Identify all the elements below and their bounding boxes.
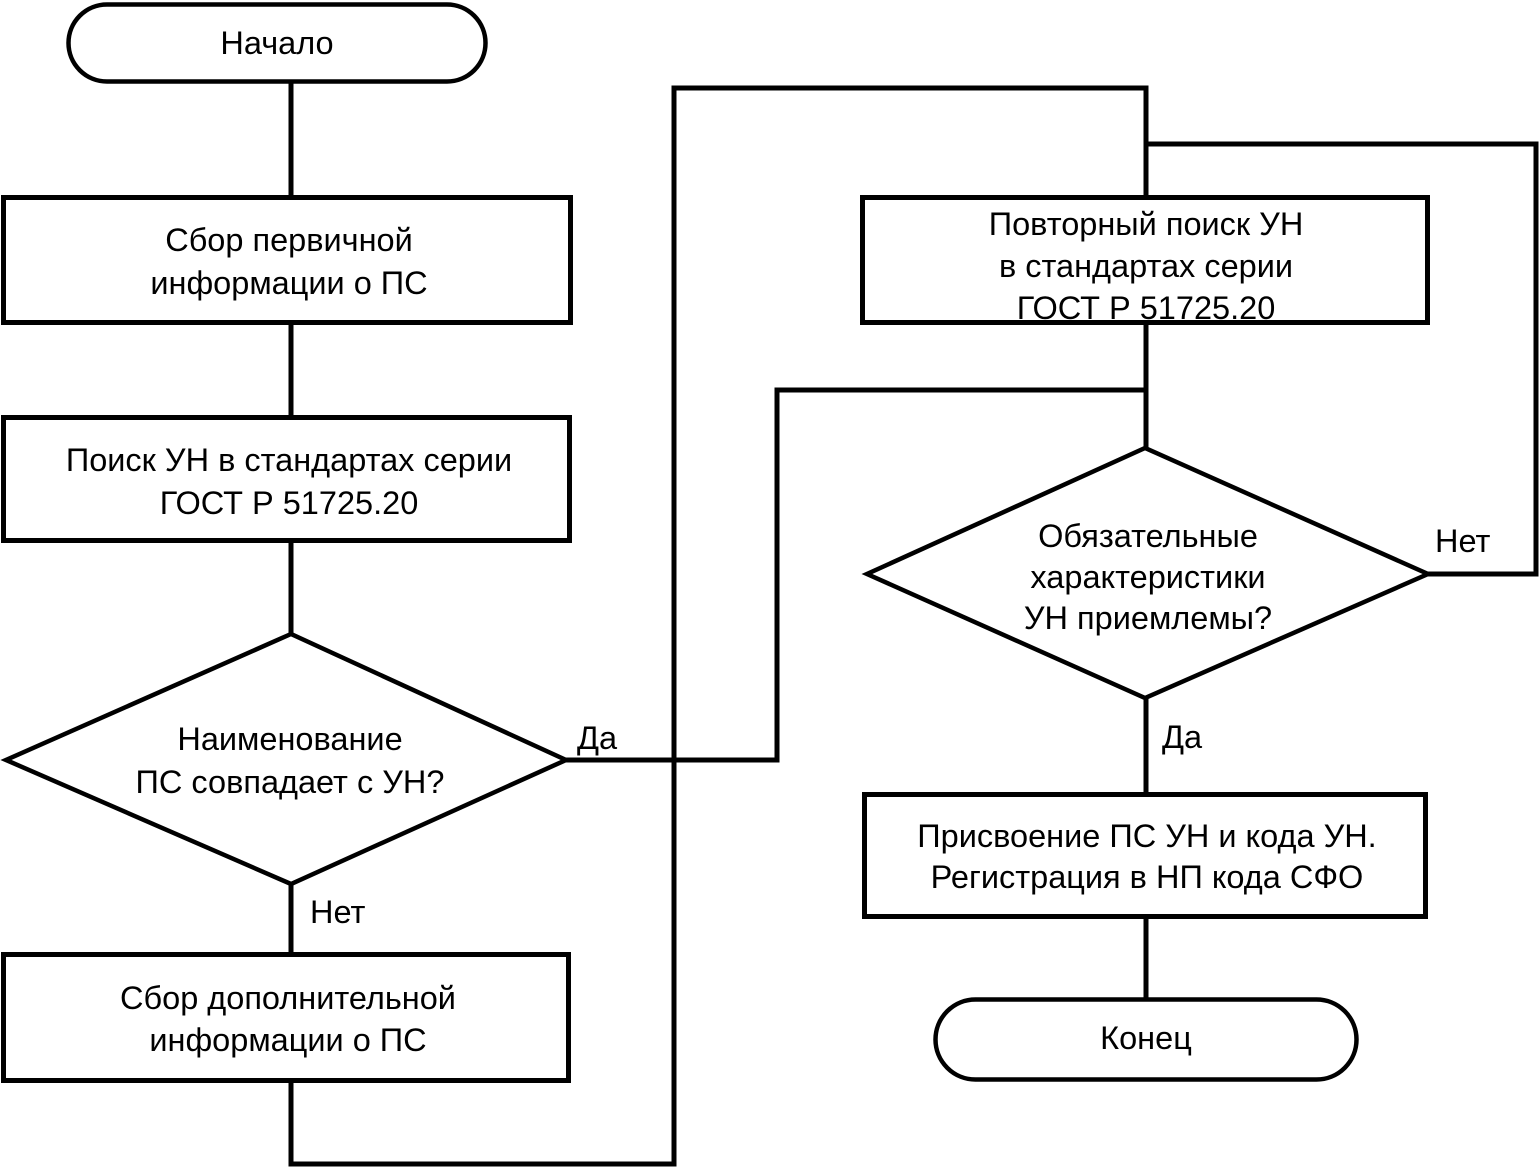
edges [288, 82, 1539, 1167]
name-decision-no-label: Нет [310, 894, 365, 930]
edge-labels: Да Нет Нет Да [310, 523, 1490, 930]
name-decision-line-1: Наименование [177, 721, 402, 757]
collect-additional-line-2: информации о ПС [149, 1022, 426, 1058]
edge-char-decision-no-loop [1144, 141, 1539, 577]
name-decision-yes-label: Да [577, 720, 618, 756]
start-label: Начало [220, 25, 333, 61]
nodes [0, 2, 1434, 1083]
collect-primary-line-2: информации о ПС [150, 265, 427, 301]
char-decision-line-2: характеристики [1030, 559, 1265, 595]
char-decision-line-3: УН приемлемы? [1024, 600, 1272, 636]
node-collect-primary-info [1, 195, 573, 325]
node-assign-un-code [862, 792, 1428, 919]
char-decision-yes-label: Да [1162, 719, 1203, 755]
collect-primary-line-1: Сбор первичной [165, 222, 413, 258]
node-search-un [1, 415, 572, 543]
char-decision-line-1: Обязательные [1038, 518, 1258, 554]
repeat-search-line-3: ГОСТ Р 51725.20 [1017, 290, 1276, 326]
char-decision-no-label: Нет [1435, 523, 1490, 559]
search-un-line-1: Поиск УН в стандартах серии [66, 442, 512, 478]
collect-additional-line-1: Сбор дополнительной [120, 980, 456, 1016]
node-name-matches-un [0, 631, 572, 887]
repeat-search-line-2: в стандартах серии [999, 248, 1293, 284]
end-label: Конец [1100, 1020, 1192, 1056]
node-end [933, 997, 1359, 1082]
assign-line-2: Регистрация в НП кода СФО [931, 859, 1364, 895]
node-start [66, 2, 488, 84]
search-un-line-2: ГОСТ Р 51725.20 [160, 485, 419, 521]
name-decision-line-2: ПС совпадает с УН? [136, 764, 445, 800]
node-characteristics-acceptable [861, 445, 1434, 701]
node-repeat-search-un [860, 195, 1430, 325]
node-labels: Начало Сбор первичной информации о ПС По… [66, 25, 1377, 1058]
node-collect-additional-info [1, 952, 571, 1083]
edge-collect-additional-to-repeat-search [288, 85, 1149, 1167]
edge-name-decision-yes [562, 387, 1146, 763]
assign-line-1: Присвоение ПС УН и кода УН. [917, 818, 1376, 854]
repeat-search-line-1: Повторный поиск УН [989, 206, 1304, 242]
